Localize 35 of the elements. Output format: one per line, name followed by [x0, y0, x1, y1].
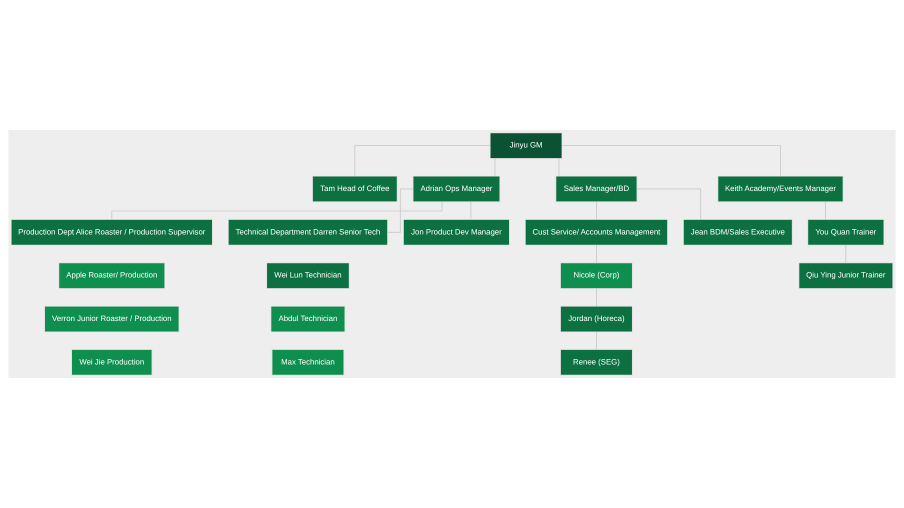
node-box: Technical Department Darren Senior Tech — [228, 219, 388, 246]
connector — [470, 202, 472, 220]
node-box: Adrian Ops Manager — [412, 176, 500, 202]
connector — [596, 332, 597, 350]
connector — [494, 158, 496, 176]
node-box: Wei Lun Technician — [266, 262, 350, 289]
connector — [825, 202, 826, 220]
node-box: Jordan (Horeca) — [560, 306, 633, 332]
node-box: Renee (SEG) — [560, 349, 633, 376]
connector — [562, 145, 781, 176]
connector — [596, 244, 597, 264]
node-box: You Quan Trainer — [807, 219, 884, 246]
node-box: Jinyu GM — [490, 132, 562, 159]
node-box: Jon Product Dev Manager — [403, 219, 510, 246]
node-box: Tam Head of Coffee — [312, 176, 398, 202]
connector — [845, 244, 846, 264]
node-box: Keith Academy/Events Manager — [718, 176, 844, 202]
node-box: Qiu Ying Junior Trainer — [798, 262, 894, 289]
node-box: Nicole (Corp) — [560, 262, 633, 289]
connector — [596, 202, 597, 220]
node-box: Cust Service/ Accounts Management — [525, 219, 668, 246]
node-box: Apple Roaster/ Production — [58, 262, 166, 289]
connector — [636, 188, 702, 220]
node-box: Production Dept Alice Roaster / Production Supervisor — [10, 219, 213, 246]
connector — [111, 201, 442, 220]
node-box: Sales Manager/BD — [556, 176, 638, 202]
node-box: Wei Jie Production — [71, 349, 152, 376]
connector — [354, 145, 491, 176]
connector — [387, 188, 414, 233]
node-box: Max Technician — [272, 349, 344, 376]
connector — [558, 158, 560, 176]
node-box: Verron Junior Roaster / Production — [44, 306, 180, 332]
node-box: Jean BDM/Sales Executive — [683, 219, 793, 246]
node-box: Abdul Technician — [270, 306, 346, 332]
connector — [596, 288, 597, 306]
